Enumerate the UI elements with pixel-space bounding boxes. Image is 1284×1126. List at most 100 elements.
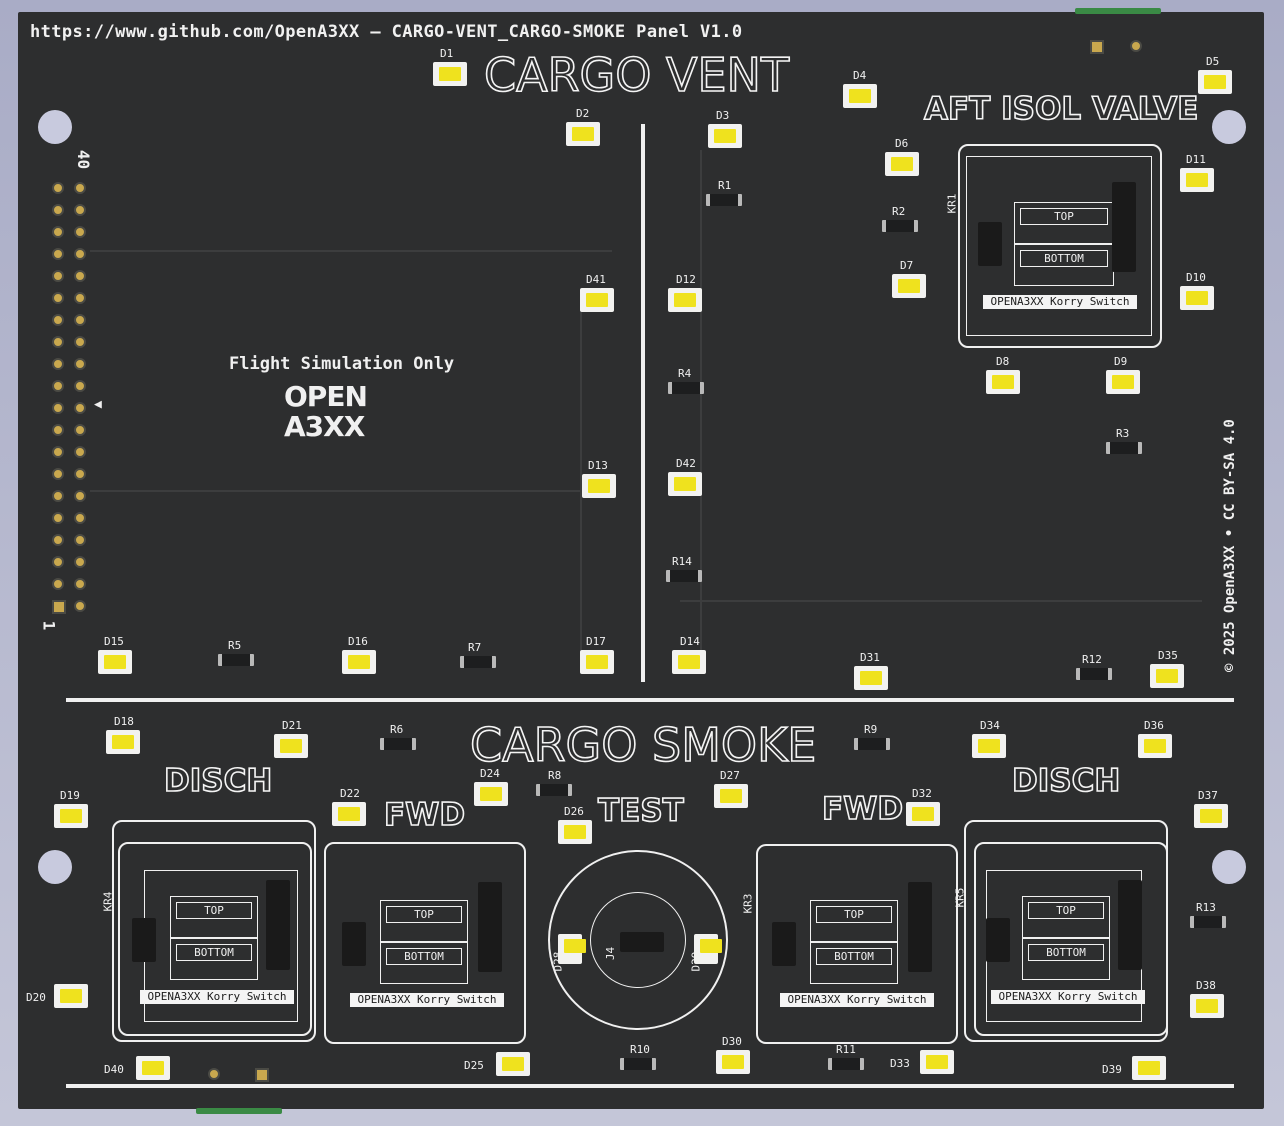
korry-kr1-name: OPENA3XX Korry Switch [983,295,1137,309]
korry-switch-kr3[interactable] [756,844,958,1044]
d33-designator: D33 [890,1057,910,1070]
d31-led [854,666,888,690]
test-switch-outer[interactable] [548,850,728,1030]
d14-designator: D14 [680,635,700,648]
r13-designator: R13 [1196,901,1216,914]
header-pin [74,424,86,436]
d25-designator: D25 [464,1059,484,1072]
d15-designator: D15 [104,635,124,648]
header-pin [74,270,86,282]
header-pin [52,446,64,458]
korry-kr1-top-label: TOP [1014,202,1114,244]
d42-designator: D42 [676,457,696,470]
header-pin [52,204,64,216]
header-pin [74,534,86,546]
d22-led [332,802,366,826]
r12-designator: R12 [1082,653,1102,666]
r14-resistor [666,570,702,582]
mounting-pad [208,1068,220,1080]
r10-resistor [620,1058,656,1070]
center-divider [641,124,645,682]
d7-led [892,274,926,298]
korry-switch-kr1[interactable] [958,144,1162,348]
d36-designator: D36 [1144,719,1164,732]
d1-led [433,62,467,86]
korry-kr2-name: OPENA3XX Korry Switch [350,993,504,1007]
d40-designator: D40 [104,1063,124,1076]
d25-led [496,1052,530,1076]
header-pin [52,512,64,524]
r6-resistor [380,738,416,750]
kr1-designator: KR1 [945,193,959,214]
mounting-hole-top-right [1212,110,1246,144]
d20-led [54,984,88,1008]
r5-resistor [218,654,254,666]
flight-sim-text: Flight Simulation Only [229,354,455,374]
r2-resistor [882,220,918,232]
disch-left-title: DISCH [163,763,273,799]
korry-switch-kr1-frame [966,156,1152,336]
korry-kr5-bottom-label: BOTTOM [1022,938,1110,980]
header-pin [52,468,64,480]
header-pin [74,248,86,260]
d6-led [885,152,919,176]
d19-led [54,804,88,828]
d37-designator: D37 [1198,789,1218,802]
header-pin [52,248,64,260]
r14-designator: R14 [672,555,692,568]
korry-switch-kr4-outer[interactable] [112,820,316,1042]
d2-led [566,122,600,146]
d12-designator: D12 [676,273,696,286]
r1-designator: R1 [718,179,732,192]
trace [700,150,702,672]
korry-kr3-top-label: TOP [810,900,898,942]
d34-led [972,734,1006,758]
d7-designator: D7 [900,259,914,272]
kr4-header-left [132,918,156,962]
header-pin [74,468,86,480]
korry-kr2-top-label: TOP [380,900,468,942]
d26-designator: D26 [564,805,584,818]
mounting-pad [1130,40,1142,52]
header-pin [52,380,64,392]
d41-designator: D41 [586,273,606,286]
d16-designator: D16 [348,635,368,648]
kr5-header-left [986,918,1010,962]
d4-led [843,84,877,108]
header-pin [52,578,64,590]
d2-designator: D2 [576,107,590,120]
d22-designator: D22 [340,787,360,800]
top-connector-tab [1075,8,1161,14]
trace [90,250,612,252]
header-pin [74,204,86,216]
kr5-designator: KR5 [953,887,967,908]
header-pin [52,490,64,502]
kr5-header-right [1118,880,1142,970]
header-pin [74,182,86,194]
korry-switch-kr2[interactable] [324,842,526,1044]
kr2-header-right [478,882,502,972]
r3-designator: R3 [1116,427,1130,440]
r9-resistor [854,738,890,750]
d16-led [342,650,376,674]
d5-led [1198,70,1232,94]
header-pin [74,292,86,304]
kr3-header-left [772,922,796,966]
kr3-designator: KR3 [741,893,755,914]
d30-designator: D30 [722,1035,742,1048]
korry-switch-kr5[interactable] [974,842,1168,1036]
d13-led [582,474,616,498]
korry-switch-kr4[interactable] [118,842,312,1036]
header-pin [74,380,86,392]
r4-designator: R4 [678,367,692,380]
d10-designator: D10 [1186,271,1206,284]
header-pin [74,578,86,590]
kr1-header-right [1112,182,1136,272]
header-pin [52,292,64,304]
korry-kr4-name: OPENA3XX Korry Switch [140,990,294,1004]
r6-designator: R6 [390,723,404,736]
d10-led [1180,286,1214,310]
fwd-left-title: FWD [383,797,466,833]
header-pin [74,446,86,458]
d8-designator: D8 [996,355,1010,368]
